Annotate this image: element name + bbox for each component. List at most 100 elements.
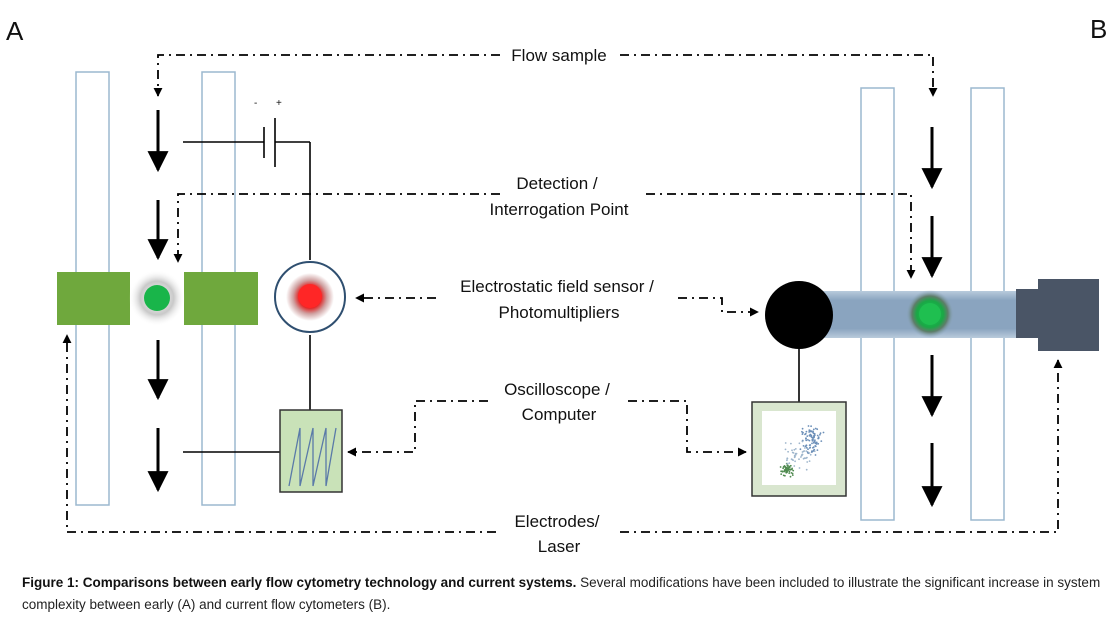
label-detection-line2: Interrogation Point bbox=[490, 200, 629, 219]
scatter-dot bbox=[802, 457, 805, 460]
scatter-dot bbox=[813, 450, 816, 453]
scatter-dot bbox=[784, 442, 787, 444]
scatter-dot bbox=[810, 425, 812, 428]
scatter-dot bbox=[780, 470, 782, 473]
electrode-right bbox=[184, 272, 258, 325]
battery-minus-label: - bbox=[254, 98, 257, 109]
scatter-dot bbox=[784, 468, 787, 471]
scatter-dot bbox=[791, 472, 794, 475]
scatter-dot bbox=[792, 469, 795, 472]
scatter-dot bbox=[791, 449, 793, 452]
scatter-dot bbox=[808, 439, 811, 442]
scatter-dot bbox=[808, 460, 811, 462]
scatter-dot bbox=[786, 462, 789, 465]
scatter-dot bbox=[801, 427, 804, 430]
scatter-dot bbox=[784, 466, 787, 469]
scatter-dot bbox=[804, 447, 806, 449]
scatter-dot bbox=[812, 439, 814, 442]
scatter-dot bbox=[786, 464, 789, 467]
scatter-dot bbox=[820, 440, 823, 442]
cell-b bbox=[919, 303, 941, 325]
label-electrodes-line1: Electrodes/ bbox=[514, 512, 599, 531]
scatter-dot bbox=[806, 435, 809, 437]
scatter-dot bbox=[810, 451, 813, 453]
scatter-dot bbox=[808, 431, 810, 433]
caption-title: Figure 1: Comparisons between early flow… bbox=[22, 575, 577, 590]
scatter-dot bbox=[794, 460, 796, 463]
label-sensor-line2: Photomultipliers bbox=[499, 303, 620, 322]
scatter-dot bbox=[788, 470, 791, 473]
scatter-dot bbox=[814, 454, 817, 456]
scatter-dot bbox=[812, 428, 815, 431]
scatter-dot bbox=[808, 444, 811, 447]
scatter-dot bbox=[801, 453, 804, 456]
scatter-dot bbox=[807, 448, 809, 451]
scatter-dot bbox=[788, 472, 791, 474]
scatter-dot bbox=[791, 474, 794, 476]
scatter-dot bbox=[783, 465, 786, 467]
scatter-dot bbox=[806, 461, 809, 463]
scatter-dot bbox=[787, 466, 789, 469]
scatter-dot bbox=[813, 434, 815, 437]
scatter-dot bbox=[795, 452, 798, 455]
scatter-dot bbox=[805, 444, 808, 447]
scatter-dot bbox=[788, 465, 791, 468]
label-detection-line1: Detection / bbox=[516, 174, 598, 193]
scatter-dot bbox=[789, 475, 792, 478]
scatter-dot bbox=[782, 467, 784, 470]
scatter-dot bbox=[788, 462, 791, 464]
scatter-dot bbox=[805, 437, 807, 440]
scatter-dot bbox=[817, 442, 820, 445]
label-flow-sample: Flow sample bbox=[511, 46, 606, 65]
scatter-dot bbox=[817, 437, 820, 440]
scatter-dot bbox=[812, 446, 814, 449]
scatter-dot bbox=[790, 442, 792, 445]
scatter-dot bbox=[786, 457, 789, 460]
scatter-dot bbox=[787, 450, 789, 453]
scatter-dot bbox=[801, 451, 804, 453]
scatter-dot bbox=[805, 457, 807, 460]
computer-scatter-plot bbox=[751, 401, 847, 497]
scatter-dot bbox=[802, 445, 805, 447]
scatter-dot bbox=[785, 470, 788, 472]
scatter-dot bbox=[801, 433, 804, 435]
scatter-dot bbox=[809, 453, 812, 456]
scatter-dot bbox=[801, 430, 803, 433]
scatter-dot bbox=[803, 450, 806, 452]
scatter-dot bbox=[816, 449, 819, 451]
figure-caption: Figure 1: Comparisons between early flow… bbox=[22, 572, 1112, 616]
scatter-dot bbox=[805, 439, 808, 442]
scatter-dot bbox=[814, 439, 816, 442]
scatter-dot bbox=[808, 452, 811, 454]
scatter-dot bbox=[819, 432, 822, 435]
scatter-dot bbox=[805, 430, 808, 433]
sensor-red-core bbox=[298, 284, 322, 308]
scatter-dot bbox=[794, 448, 797, 450]
photomultiplier bbox=[765, 281, 833, 349]
scatter-dot bbox=[812, 431, 814, 434]
scatter-dot bbox=[810, 435, 813, 438]
label-sensor-line1: Electrostatic field sensor / bbox=[460, 277, 654, 296]
scatter-dot bbox=[784, 474, 786, 477]
scatter-dot bbox=[793, 454, 796, 457]
scatter-dot bbox=[781, 470, 784, 473]
scatter-dot bbox=[789, 464, 792, 467]
scatter-dot bbox=[816, 428, 819, 431]
scatter-dot bbox=[815, 443, 818, 445]
panel-label-b: B bbox=[1090, 14, 1107, 44]
scatter-dot bbox=[784, 448, 787, 451]
label-scope-line2: Computer bbox=[522, 405, 597, 424]
scatter-dot bbox=[801, 440, 804, 443]
scatter-dot bbox=[798, 458, 800, 461]
scatter-dot bbox=[808, 434, 811, 437]
label-scope-line1: Oscilloscope / bbox=[504, 380, 610, 399]
scatter-dot bbox=[799, 448, 802, 451]
label-electrodes-line2: Laser bbox=[538, 537, 581, 556]
scatter-dot bbox=[807, 425, 810, 427]
oscilloscope bbox=[279, 409, 343, 493]
scatter-dot bbox=[786, 459, 788, 462]
scatter-dot bbox=[791, 451, 794, 454]
scatter-dot bbox=[783, 470, 786, 472]
cell-a bbox=[144, 285, 170, 311]
electrode-left bbox=[57, 272, 130, 325]
